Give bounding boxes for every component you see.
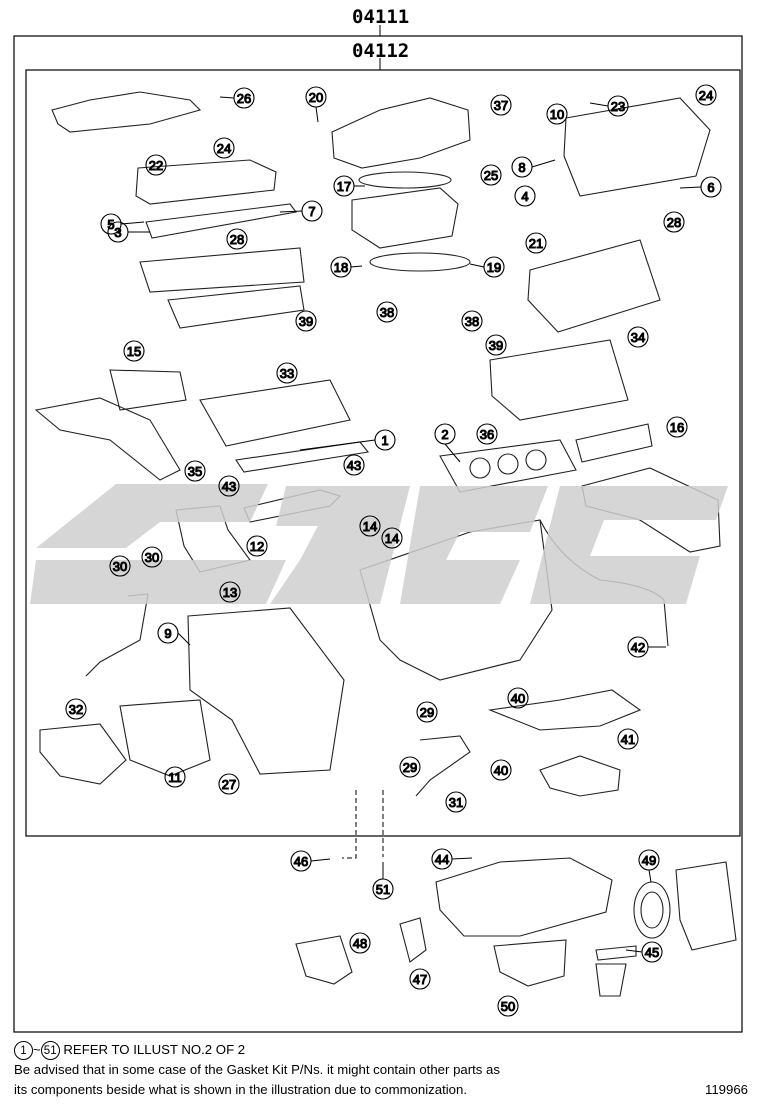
callout-37: 37 [494,98,508,113]
callout-45: 45 [645,945,659,960]
callout-29a: 29 [420,705,434,720]
callout-46: 46 [294,854,308,869]
callout-labels: 1 2 3 4 5 6 7 8 9 10 11 12 13 14 14 15 1… [65,84,722,1017]
callout-11: 11 [168,770,182,785]
callout-8: 8 [518,160,525,175]
callout-40b: 40 [494,763,508,778]
callout-1: 1 [381,433,388,448]
callout-43a: 43 [222,479,236,494]
callout-23: 23 [611,99,625,114]
callout-7: 7 [308,204,315,219]
callout-26: 26 [237,91,251,106]
callout-19: 19 [487,260,501,275]
callout-20: 20 [309,90,323,105]
callout-13: 13 [223,585,237,600]
callout-32: 32 [69,702,83,717]
caption-advice-line-1: Be advised that in some case of the Gask… [14,1062,500,1077]
callout-34: 34 [631,330,645,345]
range-start-badge: 1 [14,1041,33,1060]
callout-48: 48 [353,936,367,951]
callout-4: 4 [521,189,528,204]
callout-38b: 38 [465,314,479,329]
callout-14b: 14 [385,531,399,546]
callout-39b: 39 [489,338,503,353]
range-end-badge: 51 [40,1041,60,1060]
callout-51: 51 [376,882,390,897]
callout-41: 41 [621,732,635,747]
callout-21: 21 [529,236,543,251]
callout-9: 9 [164,626,171,641]
callout-31: 31 [449,795,463,810]
outer-frame [13,35,743,1033]
callout-10: 10 [550,107,564,122]
callout-12: 12 [250,539,264,554]
callout-6: 6 [707,180,714,195]
callout-28b: 28 [667,215,681,230]
callout-25: 25 [484,168,498,183]
callout-30a: 30 [113,559,127,574]
callout-29b: 29 [403,760,417,775]
inner-frame [25,69,741,837]
callout-16: 16 [670,420,684,435]
caption-reference: 1~51 REFER TO ILLUST NO.2 OF 2 [14,1041,245,1060]
callout-24a: 24 [217,141,231,156]
callout-38a: 38 [380,305,394,320]
callout-42: 42 [631,640,645,655]
callout-39a: 39 [299,314,313,329]
callout-14a: 14 [363,519,377,534]
callout-50: 50 [501,999,515,1014]
callout-49: 49 [642,853,656,868]
callout-33: 33 [280,366,294,381]
callout-5: 5 [107,217,114,232]
callout-43b: 43 [347,458,361,473]
caption-advice-line-2: its components beside what is shown in t… [14,1082,468,1097]
figure-number: 119966 [704,1082,748,1097]
callout-30b: 30 [145,550,159,565]
callout-35: 35 [188,464,202,479]
callout-18: 18 [334,260,348,275]
callout-22: 22 [149,158,163,173]
callout-44: 44 [435,852,449,867]
watermark-logo [30,484,728,604]
callout-3: 3 [114,225,121,240]
callout-28a: 28 [230,232,244,247]
range-separator: ~ [33,1041,41,1057]
callout-17: 17 [337,179,351,194]
callout-2: 2 [441,427,448,442]
callout-36: 36 [480,427,494,442]
outer-code: 04111 [352,6,409,28]
refer-text: REFER TO ILLUST NO.2 OF 2 [63,1041,246,1057]
callout-27: 27 [222,777,236,792]
leader-lines [120,96,702,953]
callout-40a: 40 [511,691,525,706]
callout-24b: 24 [699,88,713,103]
callout-15: 15 [127,344,141,359]
callout-47: 47 [413,972,427,987]
inner-code: 04112 [352,40,409,62]
